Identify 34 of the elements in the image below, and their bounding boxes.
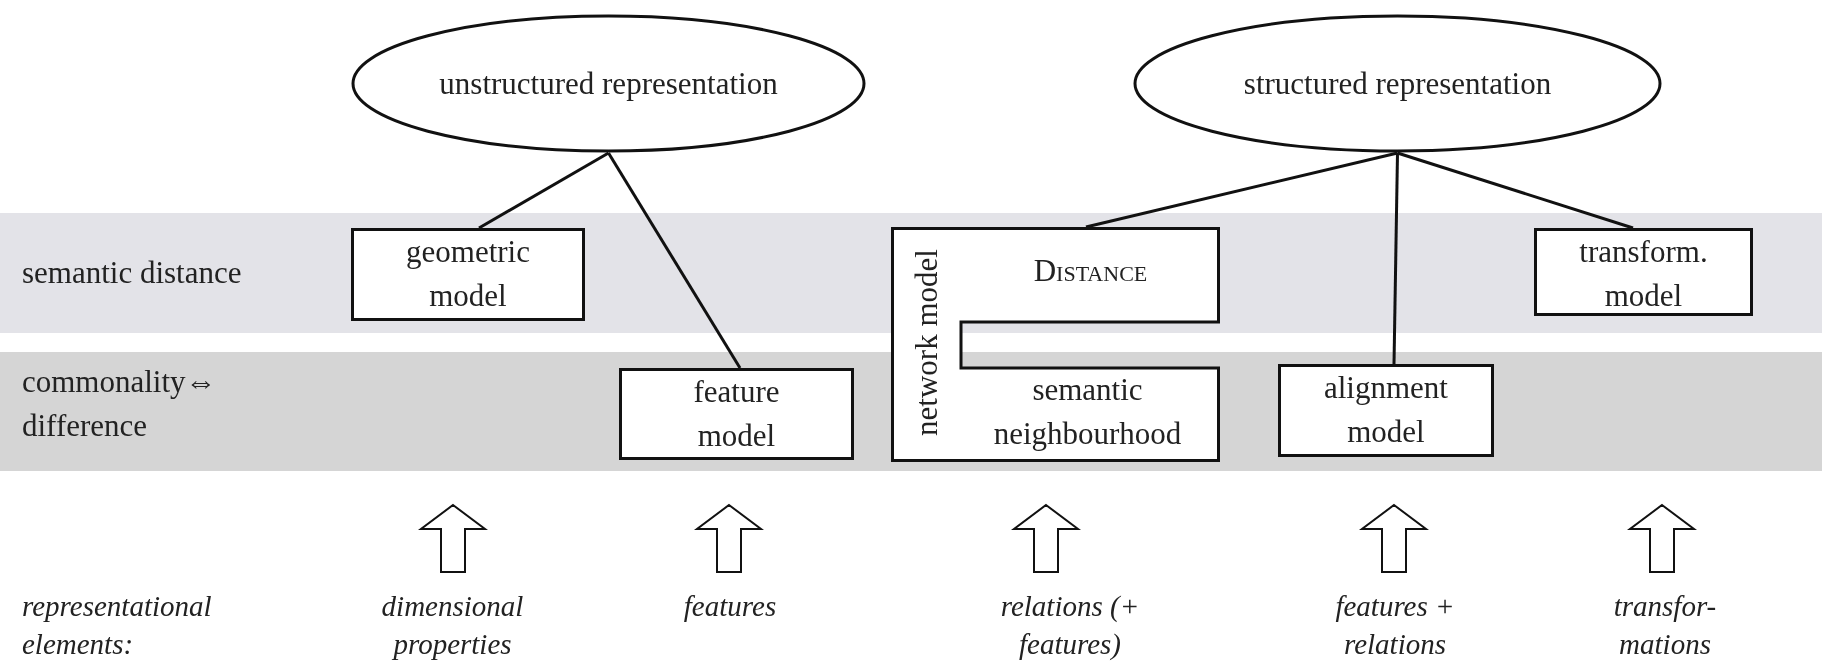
model-box <box>619 368 854 460</box>
representation-ellipse <box>1133 14 1662 153</box>
element-label: dimensional properties <box>380 589 525 662</box>
box-label: transform. model <box>1578 233 1709 315</box>
vertical-label: network model <box>910 248 942 438</box>
connector-line <box>607 152 742 369</box>
hollow-up-arrow <box>1359 503 1429 573</box>
network-model-box <box>891 227 1220 462</box>
node-label: unstructured representation <box>438 64 779 103</box>
row-label: representational elements: <box>22 589 213 662</box>
box-label: semantic neighbourhood <box>992 371 1183 453</box>
connector-line <box>1397 151 1634 230</box>
element-label: transfor- mations <box>1612 589 1718 662</box>
box-label: alignment model <box>1323 369 1449 451</box>
hollow-up-arrow <box>418 503 488 573</box>
connector-line <box>1392 152 1399 365</box>
model-box <box>1278 364 1494 457</box>
hollow-up-arrow <box>1011 503 1081 573</box>
representation-ellipse <box>351 14 866 153</box>
connector-line <box>478 151 610 230</box>
row-label: commonality⇔ difference <box>22 363 218 445</box>
box-label: feature model <box>692 373 781 455</box>
element-label: features <box>682 589 778 624</box>
box-label: Distance <box>1032 252 1149 290</box>
connector-line <box>1085 151 1398 229</box>
model-box <box>1534 228 1753 316</box>
hollow-up-arrow <box>1627 503 1697 573</box>
element-label: relations (+ features) <box>999 589 1141 662</box>
row-label: semantic distance <box>22 254 243 292</box>
node-label: structured representation <box>1242 64 1553 103</box>
box-label: geometric model <box>405 233 531 315</box>
element-label: features + relations <box>1334 589 1456 662</box>
hollow-up-arrow <box>694 503 764 573</box>
model-box <box>351 228 585 321</box>
